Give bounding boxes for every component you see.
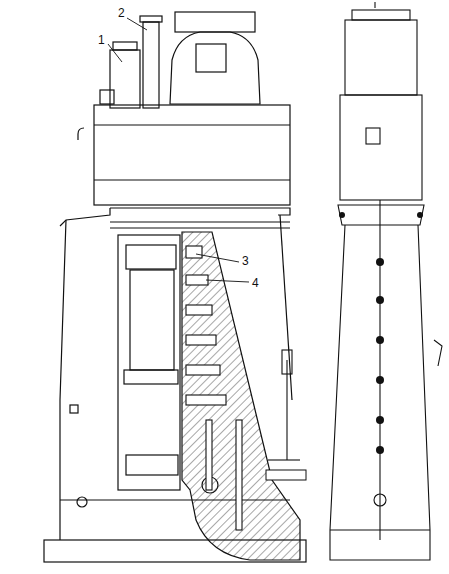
callout-number: 3: [241, 255, 250, 267]
callout-number: 2: [117, 7, 126, 19]
callout-number: 4: [251, 277, 260, 289]
leader-line: [108, 18, 249, 282]
callout-number: 1: [97, 34, 106, 46]
